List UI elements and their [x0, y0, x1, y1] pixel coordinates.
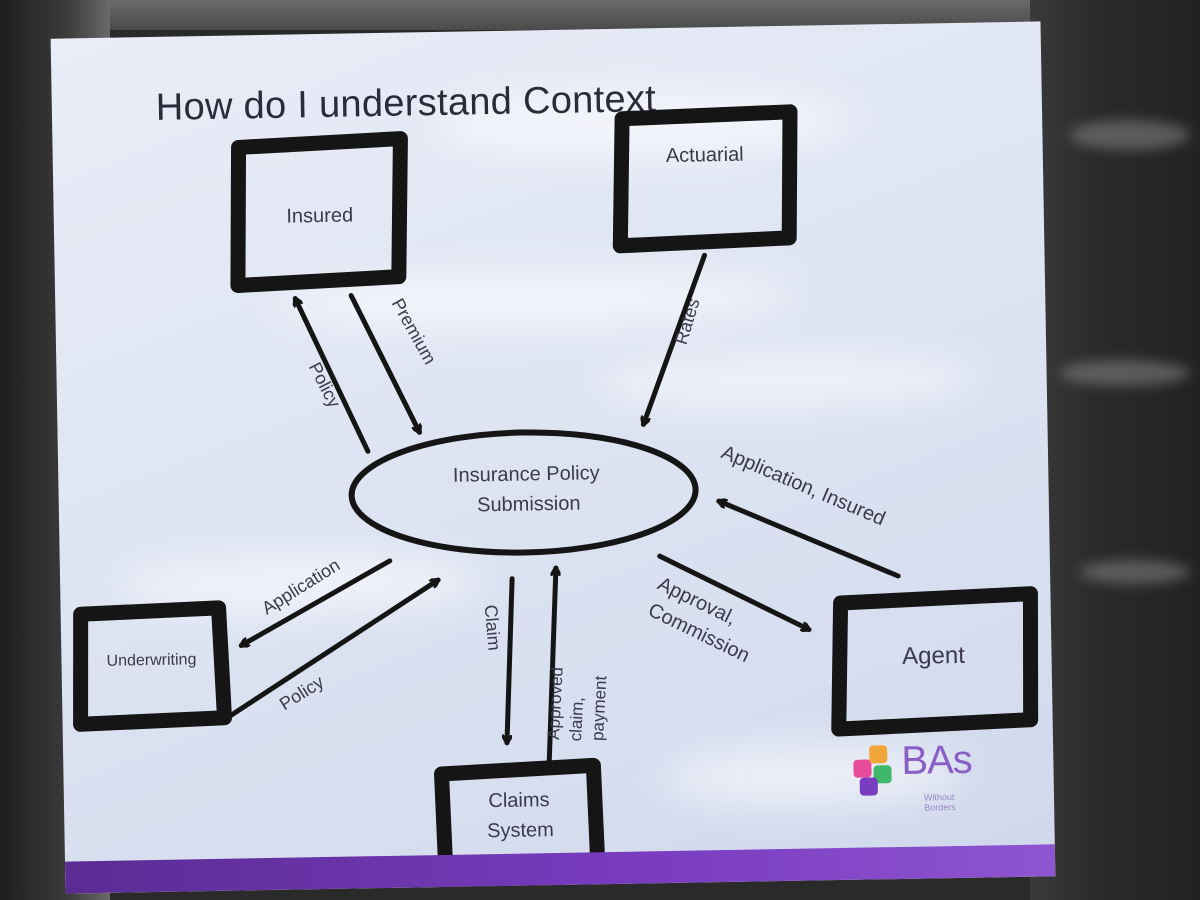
- arrow-approved-claim-payment: [546, 565, 559, 763]
- flow-label-approved-line2: claim,: [566, 696, 587, 741]
- arrow-application-insured: [719, 498, 901, 579]
- presentation-slide: How do I understand Context Insured Actu…: [50, 21, 1056, 894]
- puzzle-pieces-icon: [853, 745, 898, 798]
- flow-label-approved-line3: payment: [588, 675, 610, 741]
- entity-box-actuarial: Actuarial: [612, 104, 798, 254]
- arrow-policy-from-underwriting: [227, 577, 441, 719]
- entity-label-underwriting: Underwriting: [106, 651, 196, 670]
- context-diagram: Insured Actuarial Underwriting Claims Sy…: [73, 104, 1039, 892]
- flow-label-application-insured: Application, Insured: [718, 441, 888, 530]
- process-label-line2: Submission: [477, 493, 581, 517]
- entity-label-agent: Agent: [902, 642, 966, 670]
- arrow-claim: [504, 576, 515, 746]
- light-glare: [1070, 120, 1190, 150]
- entity-box-underwriting: Underwriting: [73, 600, 232, 732]
- entity-box-insured: Insured: [230, 131, 408, 293]
- entity-box-agent: Agent: [831, 586, 1039, 737]
- entity-label-claims-line1: Claims: [488, 789, 549, 812]
- process-label-line1: Insurance Policy: [453, 462, 600, 487]
- flow-label-rates: Rates: [671, 296, 704, 347]
- process-ellipse: Insurance Policy Submission: [348, 429, 699, 556]
- arrow-approval-commission: [657, 553, 812, 633]
- arrow-policy-to-insured: [295, 297, 371, 454]
- flow-label-premium: Premium: [388, 295, 440, 368]
- light-glare: [1060, 360, 1190, 386]
- arrow-rates: [641, 252, 707, 424]
- arrow-application-to-underwriting: [238, 558, 393, 648]
- flow-label-approved-line1: Approved: [544, 666, 567, 740]
- logo-text: BAs: [900, 737, 973, 783]
- entity-label-actuarial: Actuarial: [666, 144, 744, 167]
- room-right-wall: [1030, 0, 1200, 900]
- arrow-premium-from-insured: [348, 292, 423, 435]
- entity-label-claims-line2: System: [487, 819, 554, 842]
- flow-label-claim: Claim: [481, 604, 505, 652]
- entity-label-insured: Insured: [286, 204, 353, 227]
- bas-logo: BAs Without Borders: [853, 738, 984, 822]
- logo-subtitle: Without Borders: [923, 792, 956, 813]
- light-glare: [1080, 560, 1190, 584]
